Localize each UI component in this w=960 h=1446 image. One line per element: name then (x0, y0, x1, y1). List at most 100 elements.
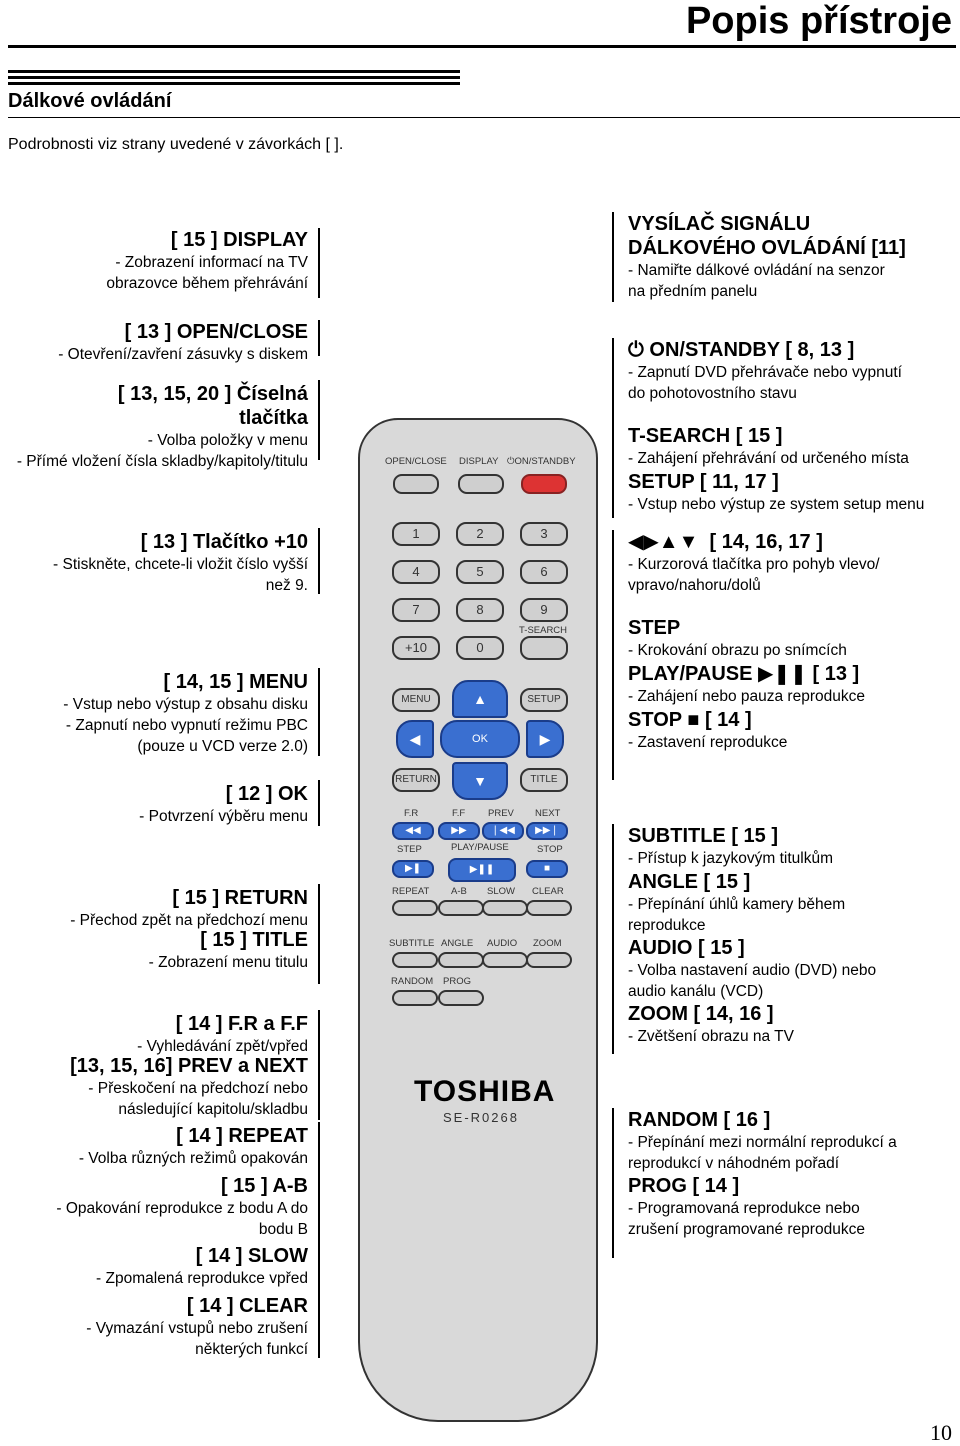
tsearch-desc: T-SEARCH [ 15 ] - Zahájení přehrávání od… (628, 425, 909, 467)
title-desc: [ 15 ] TITLE - Zobrazení menu titulu (148, 929, 308, 971)
prog-desc: PROG [ 14 ] - Programovaná reprodukce ne… (628, 1175, 865, 1238)
ff-label: F.F (452, 808, 466, 819)
angle-desc: ANGLE [ 15 ] - Přepínání úhlů kamery běh… (628, 871, 846, 934)
return-desc: [ 15 ] RETURN - Přechod zpět na předchoz… (70, 887, 308, 929)
setup-button[interactable]: SETUP (520, 688, 568, 712)
leader-line (318, 780, 320, 826)
down-arrow-icon: ▼ (678, 531, 699, 553)
audio-button[interactable] (482, 952, 528, 968)
number-button-7[interactable]: 7 (392, 598, 440, 622)
slow-desc: [ 14 ] SLOW - Zpomalená reprodukce vpřed (96, 1245, 308, 1287)
stop-icon: ■ (687, 709, 700, 731)
open-close-button[interactable] (393, 474, 439, 494)
number-button-4[interactable]: 4 (392, 560, 440, 584)
number-button-0[interactable]: 0 (456, 636, 504, 660)
subtitle-desc: SUBTITLE [ 15 ] - Přístup k jazykovým ti… (628, 825, 833, 867)
step-desc: STEP - Krokování obrazu po snímcích (628, 617, 847, 659)
plus10-desc: [ 13 ] Tlačítko +10 - Stiskněte, chcete-… (53, 531, 308, 594)
power-icon: ⏻ (507, 456, 515, 467)
clear-label: CLEAR (532, 886, 564, 897)
power-icon: ⏻ (628, 339, 644, 361)
prev-label: PREV (488, 808, 514, 819)
zoom-label: ZOOM (533, 938, 562, 949)
up-arrow-icon: ▲ (473, 691, 487, 707)
number-button-8[interactable]: 8 (456, 598, 504, 622)
leader-line (318, 228, 320, 298)
menu-button[interactable]: MENU (392, 688, 440, 712)
stop-button[interactable]: ■ (526, 860, 568, 878)
display-button[interactable] (458, 474, 504, 494)
open-close-desc: [ 13 ] OPEN/CLOSE - Otevření/zavření zás… (58, 321, 308, 363)
section-underline (8, 117, 960, 118)
play-pause-button[interactable]: ▶❚❚ (448, 858, 516, 882)
right-arrow-icon: ▶ (539, 731, 551, 747)
random-button[interactable] (392, 990, 438, 1006)
ok-button[interactable]: OK (440, 720, 520, 758)
next-label: NEXT (535, 808, 561, 819)
down-button[interactable]: ▼ (452, 762, 508, 800)
on-standby-button[interactable] (521, 474, 567, 494)
section-rule (8, 82, 460, 85)
stop-desc: STOP ■ [ 14 ] - Zastavení reprodukce (628, 709, 788, 751)
stop-label: STOP (537, 844, 563, 855)
prog-button[interactable] (438, 990, 484, 1006)
on-standby-desc: ⏻ ON/STANDBY [ 8, 13 ] - Zapnutí DVD pře… (628, 339, 902, 402)
number-button-9[interactable]: 9 (520, 598, 568, 622)
page-number: 10 (930, 1420, 952, 1445)
leader-line (318, 320, 320, 356)
angle-label: ANGLE (441, 938, 474, 949)
prog-label: PROG (443, 976, 471, 987)
leader-line (318, 884, 320, 984)
leader-line (318, 528, 320, 594)
ab-button[interactable] (438, 900, 484, 916)
number-button-1[interactable]: 1 (392, 522, 440, 546)
zoom-button[interactable] (526, 952, 572, 968)
plus10-button[interactable]: +10 (392, 636, 440, 660)
return-button[interactable]: RETURN (392, 768, 440, 792)
ff-button[interactable]: ▶▶ (438, 822, 480, 840)
next-button[interactable]: ▶▶❘ (526, 822, 568, 840)
slow-button[interactable] (482, 900, 528, 916)
prev-next-desc: [13, 15, 16] PREV a NEXT - Přeskočení na… (70, 1055, 308, 1118)
down-arrow-icon: ▼ (473, 773, 487, 789)
prev-button[interactable]: ❘◀◀ (482, 822, 524, 840)
left-button[interactable]: ◀ (396, 720, 434, 758)
number-button-6[interactable]: 6 (520, 560, 568, 584)
number-buttons-desc: [ 13, 15, 20 ] Číselná tlačítka - Volba … (16, 383, 308, 470)
right-button[interactable]: ▶ (526, 720, 564, 758)
title-button[interactable]: TITLE (520, 768, 568, 792)
model-number: SE-R0268 (443, 1110, 519, 1125)
leader-line (612, 530, 614, 780)
subtitle-button[interactable] (392, 952, 438, 968)
tsearch-label: T-SEARCH (519, 625, 568, 636)
zoom-desc: ZOOM [ 14, 16 ] - Zvětšení obrazu na TV (628, 1003, 794, 1045)
play-pause-icon: ▶❚❚ (469, 864, 495, 875)
leader-line (318, 1010, 320, 1120)
number-button-2[interactable]: 2 (456, 522, 504, 546)
cursor-desc: ◀▶▲▼ [ 14, 16, 17 ] - Kurzorová tlačítka… (628, 531, 880, 594)
random-label: RANDOM (391, 976, 434, 987)
leader-line (612, 824, 614, 1054)
remote-label-display: DISPLAY (459, 456, 499, 467)
angle-button[interactable] (438, 952, 484, 968)
page-title: Popis přístroje (685, 0, 952, 42)
leader-line (318, 668, 320, 756)
number-button-5[interactable]: 5 (456, 560, 504, 584)
random-desc: RANDOM [ 16 ] - Přepínání mezi normální … (628, 1109, 897, 1172)
leader-line (612, 338, 614, 518)
menu-desc: [ 14, 15 ] MENU - Vstup nebo výstup z ob… (63, 671, 308, 755)
tsearch-button[interactable] (520, 636, 568, 660)
number-button-3[interactable]: 3 (520, 522, 568, 546)
step-button[interactable]: ▶❚ (392, 860, 434, 878)
slow-label: SLOW (487, 886, 515, 897)
step-label: STEP (397, 844, 422, 855)
section-rule (8, 70, 460, 73)
fr-button[interactable]: ◀◀ (392, 822, 434, 840)
up-arrow-icon: ▲ (658, 531, 679, 553)
clear-button[interactable] (526, 900, 572, 916)
repeat-button[interactable] (392, 900, 438, 916)
up-button[interactable]: ▲ (452, 680, 508, 718)
section-title: Dálkové ovládání (8, 90, 172, 112)
transmitter-desc: VYSÍLAČ SIGNÁLU DÁLKOVÉHO OVLÁDÁNÍ [11] … (628, 213, 906, 300)
fr-ff-desc: [ 14 ] F.R a F.F - Vyhledávání zpět/vpře… (137, 1013, 308, 1055)
